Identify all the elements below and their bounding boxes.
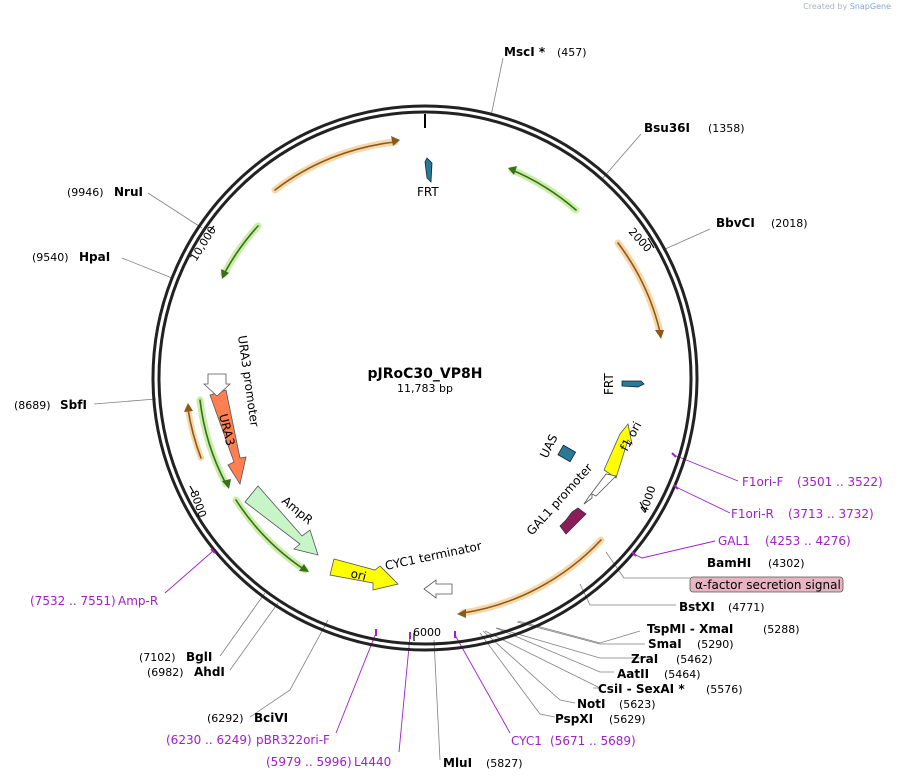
site-noti-name: NotI [577,697,606,711]
site-mlui-name: MluI [443,756,472,770]
site-smai-pos: (5290) [697,638,734,651]
site-mlui-pos: (5827) [486,757,523,770]
ring-ticks [189,225,655,641]
site-tspmi-name: TspMI - XmaI [647,622,733,636]
frt-top-feature [424,157,433,183]
green-feature-arrows [221,166,517,572]
cyc1-terminator-label: CYC1 terminator [384,539,483,573]
primer-f1ori-f-name: F1ori-F [742,475,783,489]
f1-ori-feature [603,423,633,479]
tick-10000: 10,000 [188,224,219,264]
site-pspxi-name: PspXI [555,712,593,726]
site-bamhi-pos: (4302) [768,557,805,570]
site-zrai-name: ZraI [631,652,658,666]
site-bsu36i-name: Bsu36I [644,121,690,135]
snapgene-credit: Created by SnapGene [803,2,891,11]
site-hpai-pos: (9540) [32,251,69,264]
cyc1-terminator-feature [423,579,453,599]
primer-gal1-name: GAL1 [718,534,750,548]
gal1-promoter-feature [559,507,587,535]
primer-l4440-range: (5979 .. 5996) [266,755,352,769]
site-msci-name: MscI * [504,45,546,59]
ura3-label: URA3 [216,412,237,447]
site-csii-pos: (5576) [706,683,743,696]
primer-f1ori-r-range: (3713 .. 3732) [788,507,874,521]
leader-lines [93,57,711,761]
site-pspxi-pos: (5629) [609,713,646,726]
site-nrui-pos: (9946) [67,186,104,199]
primer-cyc1-range: (5671 .. 5689) [550,734,636,748]
plasmid-name: pJRoC30_VP8H [368,366,483,382]
ura3-feature [209,389,247,486]
site-bcivi-name: BciVI [254,711,288,725]
site-bstxi-pos: (4771) [728,601,765,614]
site-noti-pos: (5623) [619,698,656,711]
primer-pbr322ori-f-range: (6230 .. 6249) [166,733,252,747]
alpha-factor-label: α-factor secretion signal [695,578,841,592]
gal1-promoter-label: GAL1 promoter [524,461,596,538]
uas-feature [557,444,577,463]
site-bsu36i-pos: (1358) [708,122,745,135]
gal1-promoter-outline [583,473,617,505]
ori-feature [329,558,399,591]
site-bgli-name: BglI [186,650,212,664]
plasmid-size: 11,783 bp [397,382,453,395]
primer-l4440-name: L4440 [354,755,391,769]
primer-markers [210,452,679,639]
site-bbvci-pos: (2018) [771,217,808,230]
site-sbfi-pos: (8689) [14,399,51,412]
frt-right-label: FRT [602,373,616,395]
site-bgli-pos: (7102) [139,651,176,664]
site-tspmi-pos: (5288) [763,623,800,636]
primer-pbr322ori-f-name: pBR322ori-F [256,733,330,747]
ori-label: ori [349,566,368,583]
ura3-promoter-feature [202,373,232,397]
uas-label: UAS [537,432,560,460]
backbone-outer [151,104,699,652]
site-msci-pos: (457) [557,46,587,59]
ura3-promoter-label: URA3 promoter [235,334,262,427]
site-smai-name: SmaI [648,637,682,651]
orange-feature-arrows [184,136,664,618]
site-zrai-pos: (5462) [676,653,713,666]
tick-6000: 6000 [413,626,441,639]
site-aatii-name: AatII [617,667,649,681]
site-ahdi-pos: (6982) [147,666,184,679]
ampr-feature [244,485,319,556]
site-nrui-name: NruI [114,185,143,199]
tick-2000: 2000 [626,225,654,255]
frt-right-feature [621,380,645,388]
site-sbfi-name: SbfI [60,398,87,412]
frt-top-label: FRT [417,185,439,199]
backbone-inner [157,110,693,646]
primer-f1ori-r-name: F1ori-R [731,507,774,521]
primer-amp-r-range: (7532 .. 7551) [30,594,116,608]
orange-features [185,138,664,617]
site-bamhi-name: BamHI [707,556,751,570]
snapgene-logo: SnapGene [849,2,891,11]
site-ahdi-name: AhdI [194,665,225,679]
site-csii-name: CsiI - SexAI * [598,682,685,696]
site-hpai-name: HpaI [79,250,110,264]
site-bstxi-name: BstXI [679,600,715,614]
primer-amp-r-name: Amp-R [118,594,158,608]
green-features [196,166,580,574]
site-bcivi-pos: (6292) [207,712,244,725]
primer-cyc1-name: CYC1 [511,734,542,748]
alpha-factor-box [689,576,844,593]
site-aatii-pos: (5464) [664,668,701,681]
primer-gal1-range: (4253 .. 4276) [765,534,851,548]
primer-f1ori-f-range: (3501 .. 3522) [797,475,883,489]
site-bbvci-name: BbvCI [716,216,755,230]
